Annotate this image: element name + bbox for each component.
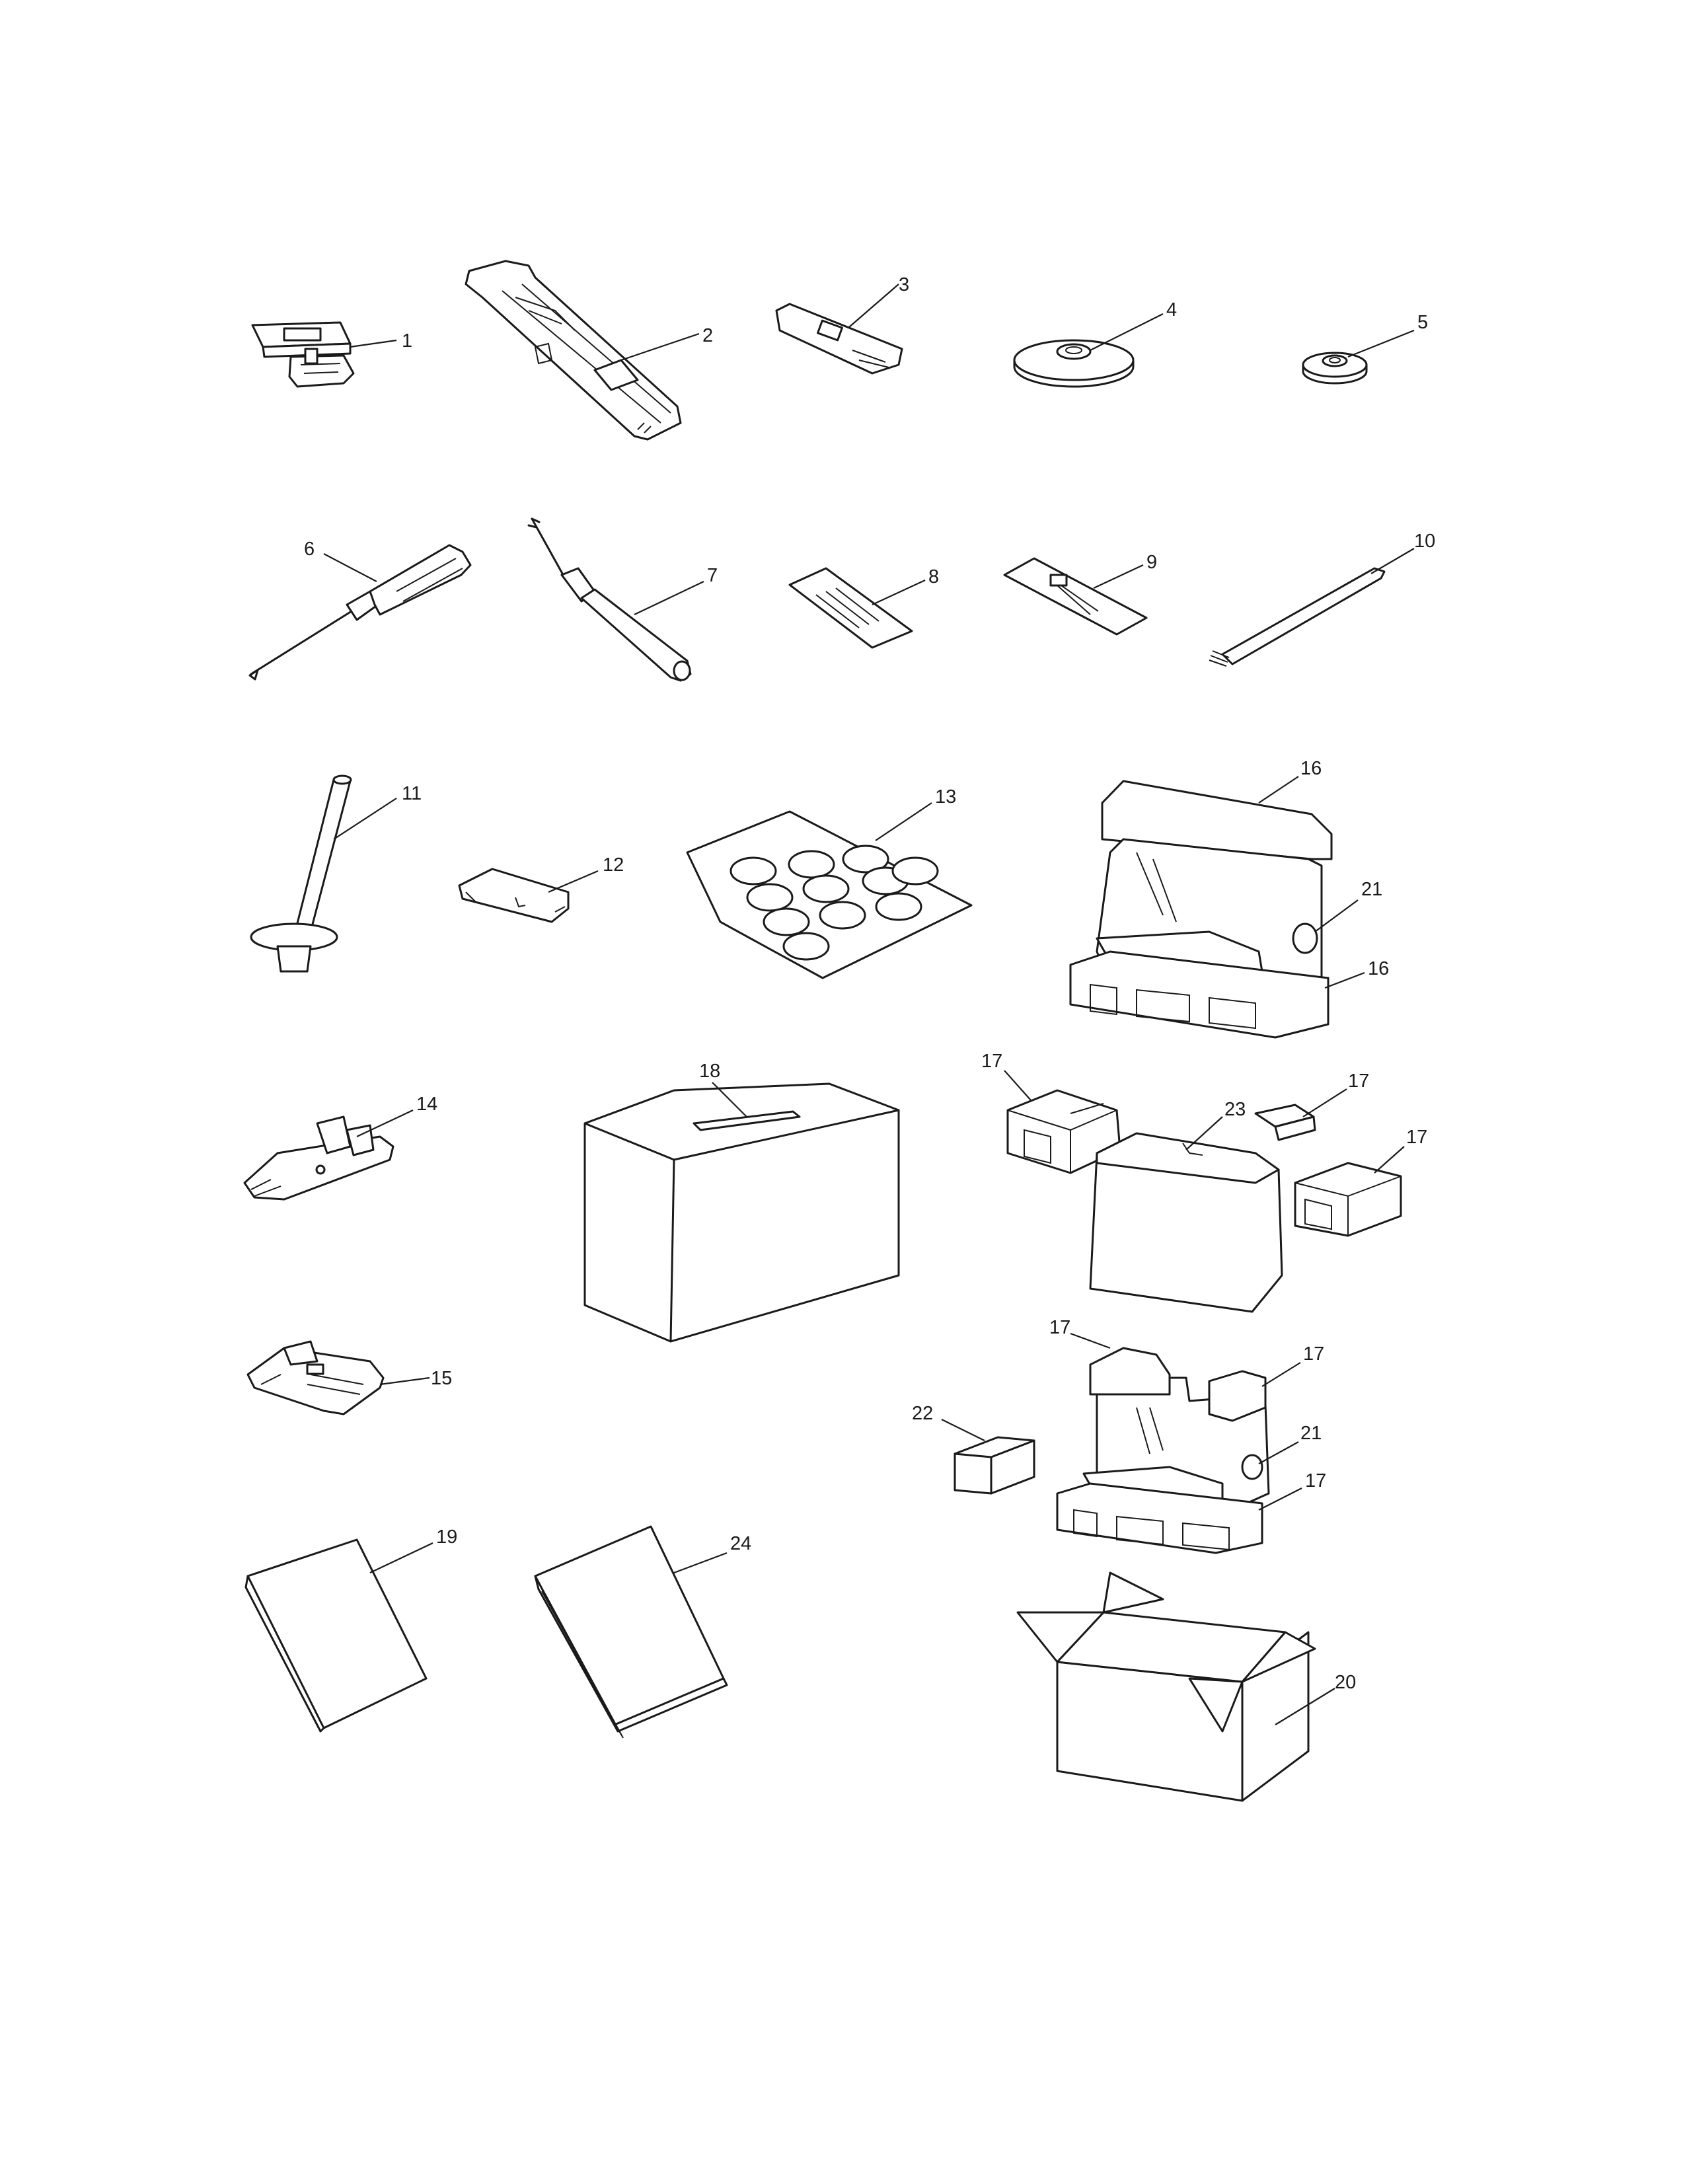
callout-8: 8	[928, 566, 939, 587]
part-1-drawing	[251, 321, 355, 388]
callout-13: 13	[935, 786, 956, 808]
callout-15: 15	[431, 1368, 452, 1389]
callout-7: 7	[707, 565, 718, 586]
callout-1: 1	[402, 330, 412, 352]
leader-6	[323, 553, 377, 582]
leader-17-e	[1261, 1362, 1301, 1387]
callout-14: 14	[416, 1094, 437, 1115]
part-20-drawing	[1016, 1571, 1316, 1802]
leader-21-bottom	[1258, 1441, 1299, 1464]
part-24-drawing	[534, 1525, 728, 1739]
part-22-drawing	[954, 1436, 1035, 1495]
part-18-drawing	[583, 1082, 900, 1343]
leader-22	[941, 1419, 985, 1441]
callout-21-bottom: 21	[1300, 1423, 1322, 1444]
callout-17-d: 17	[1049, 1317, 1070, 1338]
leader-21-top	[1314, 899, 1359, 932]
leader-4	[1090, 313, 1164, 351]
leader-17-f	[1258, 1487, 1302, 1511]
leader-17-b	[1302, 1088, 1347, 1117]
leader-8	[872, 580, 926, 605]
leader-12	[548, 870, 599, 893]
part-13-drawing	[686, 810, 973, 979]
callout-17-a: 17	[981, 1051, 1002, 1072]
callout-10: 10	[1414, 531, 1435, 552]
bobbins	[730, 845, 939, 961]
part-2-drawing	[465, 260, 682, 441]
part-12-drawing	[458, 868, 570, 923]
callout-16-top: 16	[1300, 758, 1322, 779]
leader-20	[1275, 1688, 1335, 1725]
part-19-drawing	[244, 1538, 428, 1733]
part-9-drawing	[1003, 557, 1148, 636]
leader-16-bottom	[1324, 971, 1365, 989]
part-3-drawing	[775, 303, 903, 375]
part-17-block-b	[1254, 1104, 1316, 1141]
leader-15	[379, 1376, 430, 1386]
callout-22: 22	[912, 1403, 933, 1424]
callout-17-f: 17	[1305, 1470, 1326, 1491]
leader-3	[848, 283, 899, 328]
leader-17-a	[1004, 1070, 1031, 1101]
callout-12: 12	[603, 854, 624, 876]
leader-5	[1347, 329, 1415, 358]
callout-11: 11	[402, 783, 422, 804]
leader-19	[369, 1542, 433, 1573]
callout-21-top: 21	[1361, 879, 1382, 900]
callout-6: 6	[304, 539, 315, 560]
callout-9: 9	[1146, 552, 1157, 573]
callout-23: 23	[1224, 1099, 1246, 1120]
callout-16-bottom: 16	[1368, 958, 1389, 979]
part-11-drawing	[250, 774, 352, 973]
callout-19: 19	[436, 1526, 457, 1548]
leader-23	[1185, 1116, 1223, 1150]
leader-13	[875, 802, 932, 841]
leader-18	[712, 1082, 747, 1117]
part-4-drawing	[1013, 339, 1135, 388]
callout-18: 18	[699, 1061, 720, 1082]
callout-17-e: 17	[1303, 1343, 1324, 1365]
part-7-drawing	[527, 517, 692, 682]
callout-3: 3	[899, 274, 909, 295]
callout-4: 4	[1166, 299, 1177, 320]
callout-2: 2	[702, 325, 713, 346]
part-23-drawing	[1089, 1132, 1283, 1313]
leader-14	[356, 1110, 414, 1137]
leader-24	[673, 1552, 728, 1574]
callout-24: 24	[730, 1533, 751, 1554]
leader-2	[620, 332, 700, 361]
part-15-drawing	[246, 1340, 385, 1415]
leader-10	[1370, 548, 1415, 574]
leader-11	[333, 798, 397, 840]
part-10-drawing	[1209, 567, 1386, 667]
leader-17-c	[1374, 1146, 1405, 1174]
callout-17-b: 17	[1348, 1071, 1369, 1092]
part-17-machine-assembly-drawing	[1056, 1347, 1270, 1554]
part-14-drawing	[243, 1115, 394, 1201]
leader-16-top	[1258, 776, 1299, 804]
part-5-drawing	[1302, 352, 1368, 385]
part-16-machine-assembly-drawing	[1069, 780, 1333, 1039]
part-8-drawing	[788, 567, 913, 649]
callout-17-c: 17	[1406, 1127, 1427, 1148]
callout-20: 20	[1335, 1672, 1356, 1693]
leader-1	[350, 339, 397, 348]
leader-9	[1093, 564, 1144, 589]
leader-7	[634, 581, 704, 615]
part-6-drawing	[248, 544, 472, 681]
part-17-block-c	[1294, 1162, 1402, 1237]
leader-17-d	[1070, 1332, 1111, 1349]
callout-5: 5	[1417, 312, 1428, 333]
